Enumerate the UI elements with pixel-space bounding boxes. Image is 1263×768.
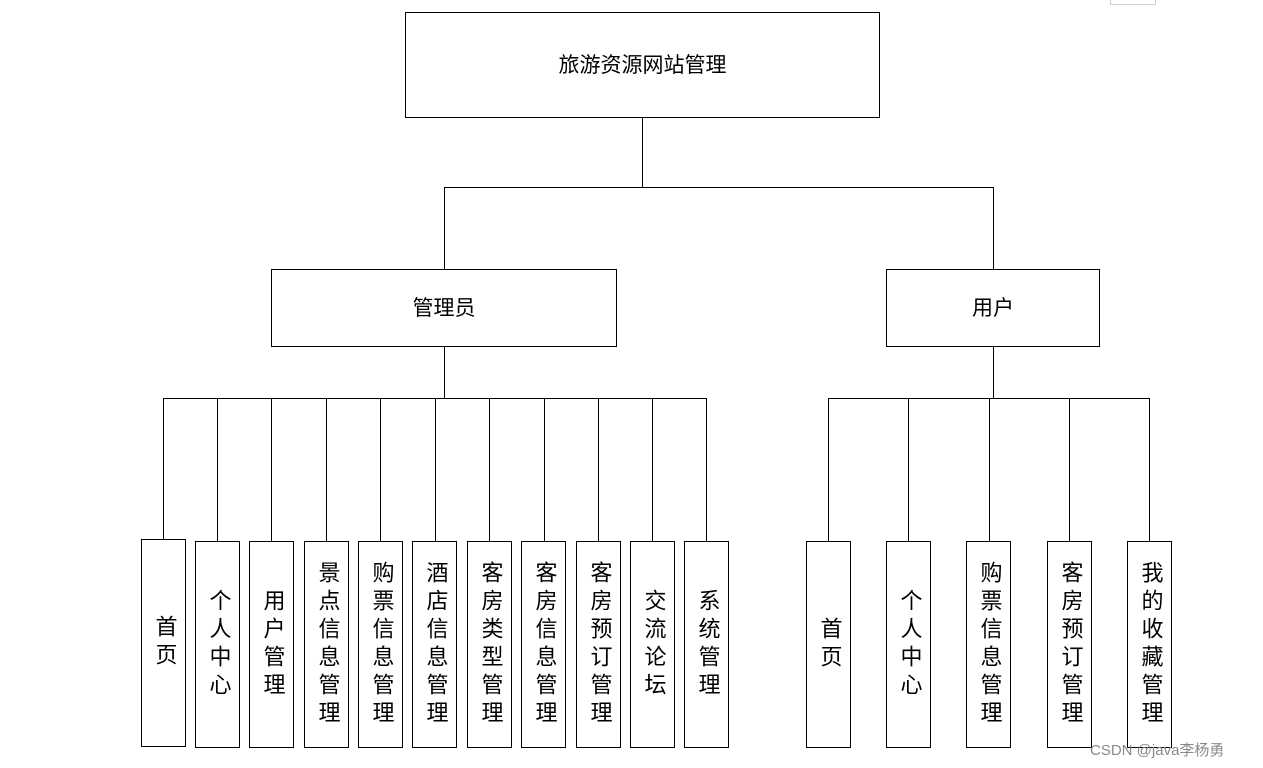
connector (380, 398, 381, 541)
corner-mark (1110, 0, 1156, 5)
admin-leaf: 客房信息管理 (521, 541, 566, 748)
leaf-label: 个人中心 (896, 588, 922, 701)
connector (1149, 398, 1150, 541)
admin-leaf: 用户管理 (249, 541, 294, 748)
root-label: 旅游资源网站管理 (558, 52, 727, 77)
leaf-label: 购票信息管理 (368, 560, 394, 729)
leaf-label: 客房类型管理 (477, 560, 503, 729)
leaf-label: 交流论坛 (640, 588, 666, 701)
user-node: 用户 (886, 269, 1100, 347)
admin-leaf: 客房预订管理 (576, 541, 621, 748)
admin-leaf: 交流论坛 (630, 541, 675, 748)
leaf-label: 首页 (816, 616, 842, 673)
admin-node: 管理员 (271, 269, 617, 347)
user-leaf: 首页 (806, 541, 851, 748)
connector (652, 398, 653, 541)
admin-leaf: 系统管理 (684, 541, 729, 748)
connector (642, 118, 643, 187)
connector (444, 187, 994, 188)
connector (163, 398, 164, 539)
connector (444, 347, 445, 398)
connector (435, 398, 436, 541)
user-label: 用户 (972, 295, 1014, 320)
leaf-label: 我的收藏管理 (1137, 560, 1163, 729)
connector (1069, 398, 1070, 541)
leaf-label: 用户管理 (259, 588, 285, 701)
user-leaf: 个人中心 (886, 541, 931, 748)
connector (828, 398, 829, 541)
connector (271, 398, 272, 541)
leaf-label: 个人中心 (205, 588, 231, 701)
admin-leaf: 景点信息管理 (304, 541, 349, 748)
admin-leaf: 酒店信息管理 (412, 541, 457, 748)
connector (444, 187, 445, 269)
connector (326, 398, 327, 541)
leaf-label: 客房预订管理 (1057, 560, 1083, 729)
connector (217, 398, 218, 541)
connector (993, 187, 994, 269)
admin-leaf: 个人中心 (195, 541, 240, 748)
connector (706, 398, 707, 541)
user-leaf: 购票信息管理 (966, 541, 1011, 748)
user-leaf: 我的收藏管理 (1127, 541, 1172, 748)
leaf-label: 首页 (151, 615, 177, 671)
connector (544, 398, 545, 541)
admin-leaf: 首页 (141, 539, 186, 747)
leaf-label: 购票信息管理 (976, 560, 1002, 729)
admin-leaf: 客房类型管理 (467, 541, 512, 748)
leaf-label: 景点信息管理 (314, 560, 340, 729)
leaf-label: 酒店信息管理 (422, 560, 448, 729)
connector (908, 398, 909, 541)
connector (489, 398, 490, 541)
root-node: 旅游资源网站管理 (405, 12, 880, 118)
watermark-text: CSDN @java李杨勇 (1090, 742, 1225, 759)
connector (598, 398, 599, 541)
leaf-label: 客房信息管理 (531, 560, 557, 729)
leaf-label: 客房预订管理 (586, 560, 612, 729)
admin-label: 管理员 (412, 295, 476, 320)
connector (989, 398, 990, 541)
connector (993, 347, 994, 398)
admin-leaf: 购票信息管理 (358, 541, 403, 748)
user-leaf: 客房预订管理 (1047, 541, 1092, 748)
leaf-label: 系统管理 (694, 588, 720, 701)
